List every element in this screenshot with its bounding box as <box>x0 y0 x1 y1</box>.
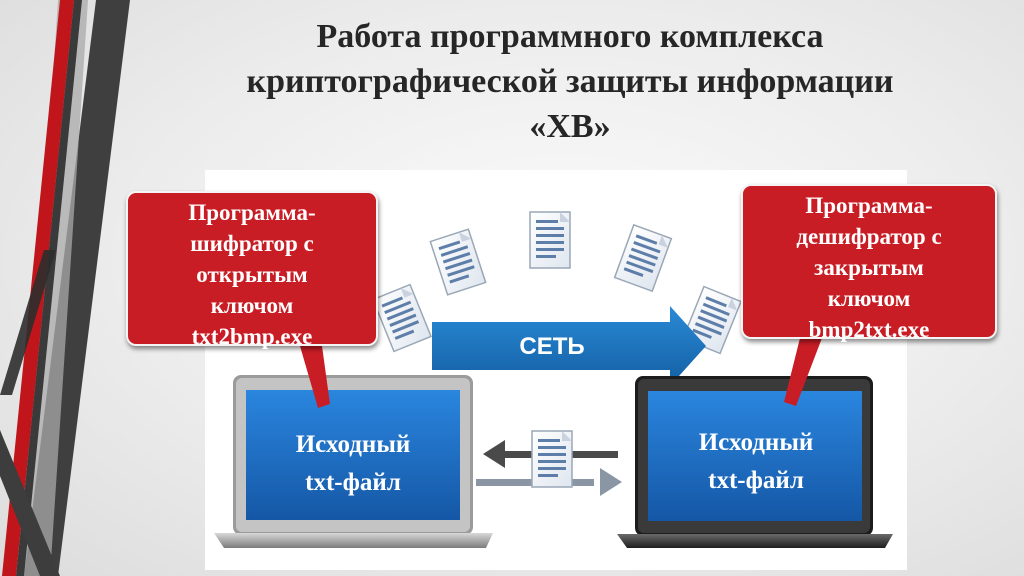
network-label: СЕТЬ <box>519 333 585 360</box>
callout-pointer-left <box>300 346 330 408</box>
callout-line: Программа- <box>805 193 933 218</box>
callout-line: шифратор с <box>190 231 314 256</box>
screen-line: Исходный <box>295 431 411 458</box>
callout-line: открытым <box>196 262 308 287</box>
callout-line: закрытым <box>814 255 924 280</box>
laptop-icon <box>214 375 493 548</box>
callout-line: ключом <box>210 293 294 318</box>
title-line-1: Работа программного комплекса <box>316 18 824 55</box>
document-icon <box>372 283 432 353</box>
title-line-2: криптографической защиты информации <box>246 63 894 100</box>
callout-line: ключом <box>827 286 911 311</box>
callout-pointer-right <box>784 338 822 406</box>
screen-line: txt-файл <box>305 469 401 496</box>
callout-line: дешифратор с <box>796 224 942 249</box>
arrow-right-icon <box>432 306 706 386</box>
left-screen-label: Исходный txt-файл <box>248 426 458 502</box>
document-icon <box>529 211 571 269</box>
title-line-3: «ХВ» <box>529 108 611 145</box>
slide-title: Работа программного комплекса криптограф… <box>150 14 990 149</box>
screen-line: Исходный <box>698 429 814 456</box>
document-icon <box>613 224 673 292</box>
right-screen-label: Исходный txt-файл <box>650 424 862 500</box>
callout-line: bmp2txt.exe <box>808 317 930 342</box>
callout-line: Программа- <box>188 200 316 225</box>
document-icon <box>429 228 487 296</box>
laptop-icon <box>617 376 893 548</box>
encryptor-callout: Программа- шифратор с открытым ключом tx… <box>126 191 378 349</box>
document-icon <box>531 430 573 488</box>
callout-line: txt2bmp.exe <box>191 324 313 349</box>
screen-line: txt-файл <box>708 467 804 494</box>
decryptor-callout: Программа- дешифратор с закрытым ключом … <box>741 184 997 342</box>
